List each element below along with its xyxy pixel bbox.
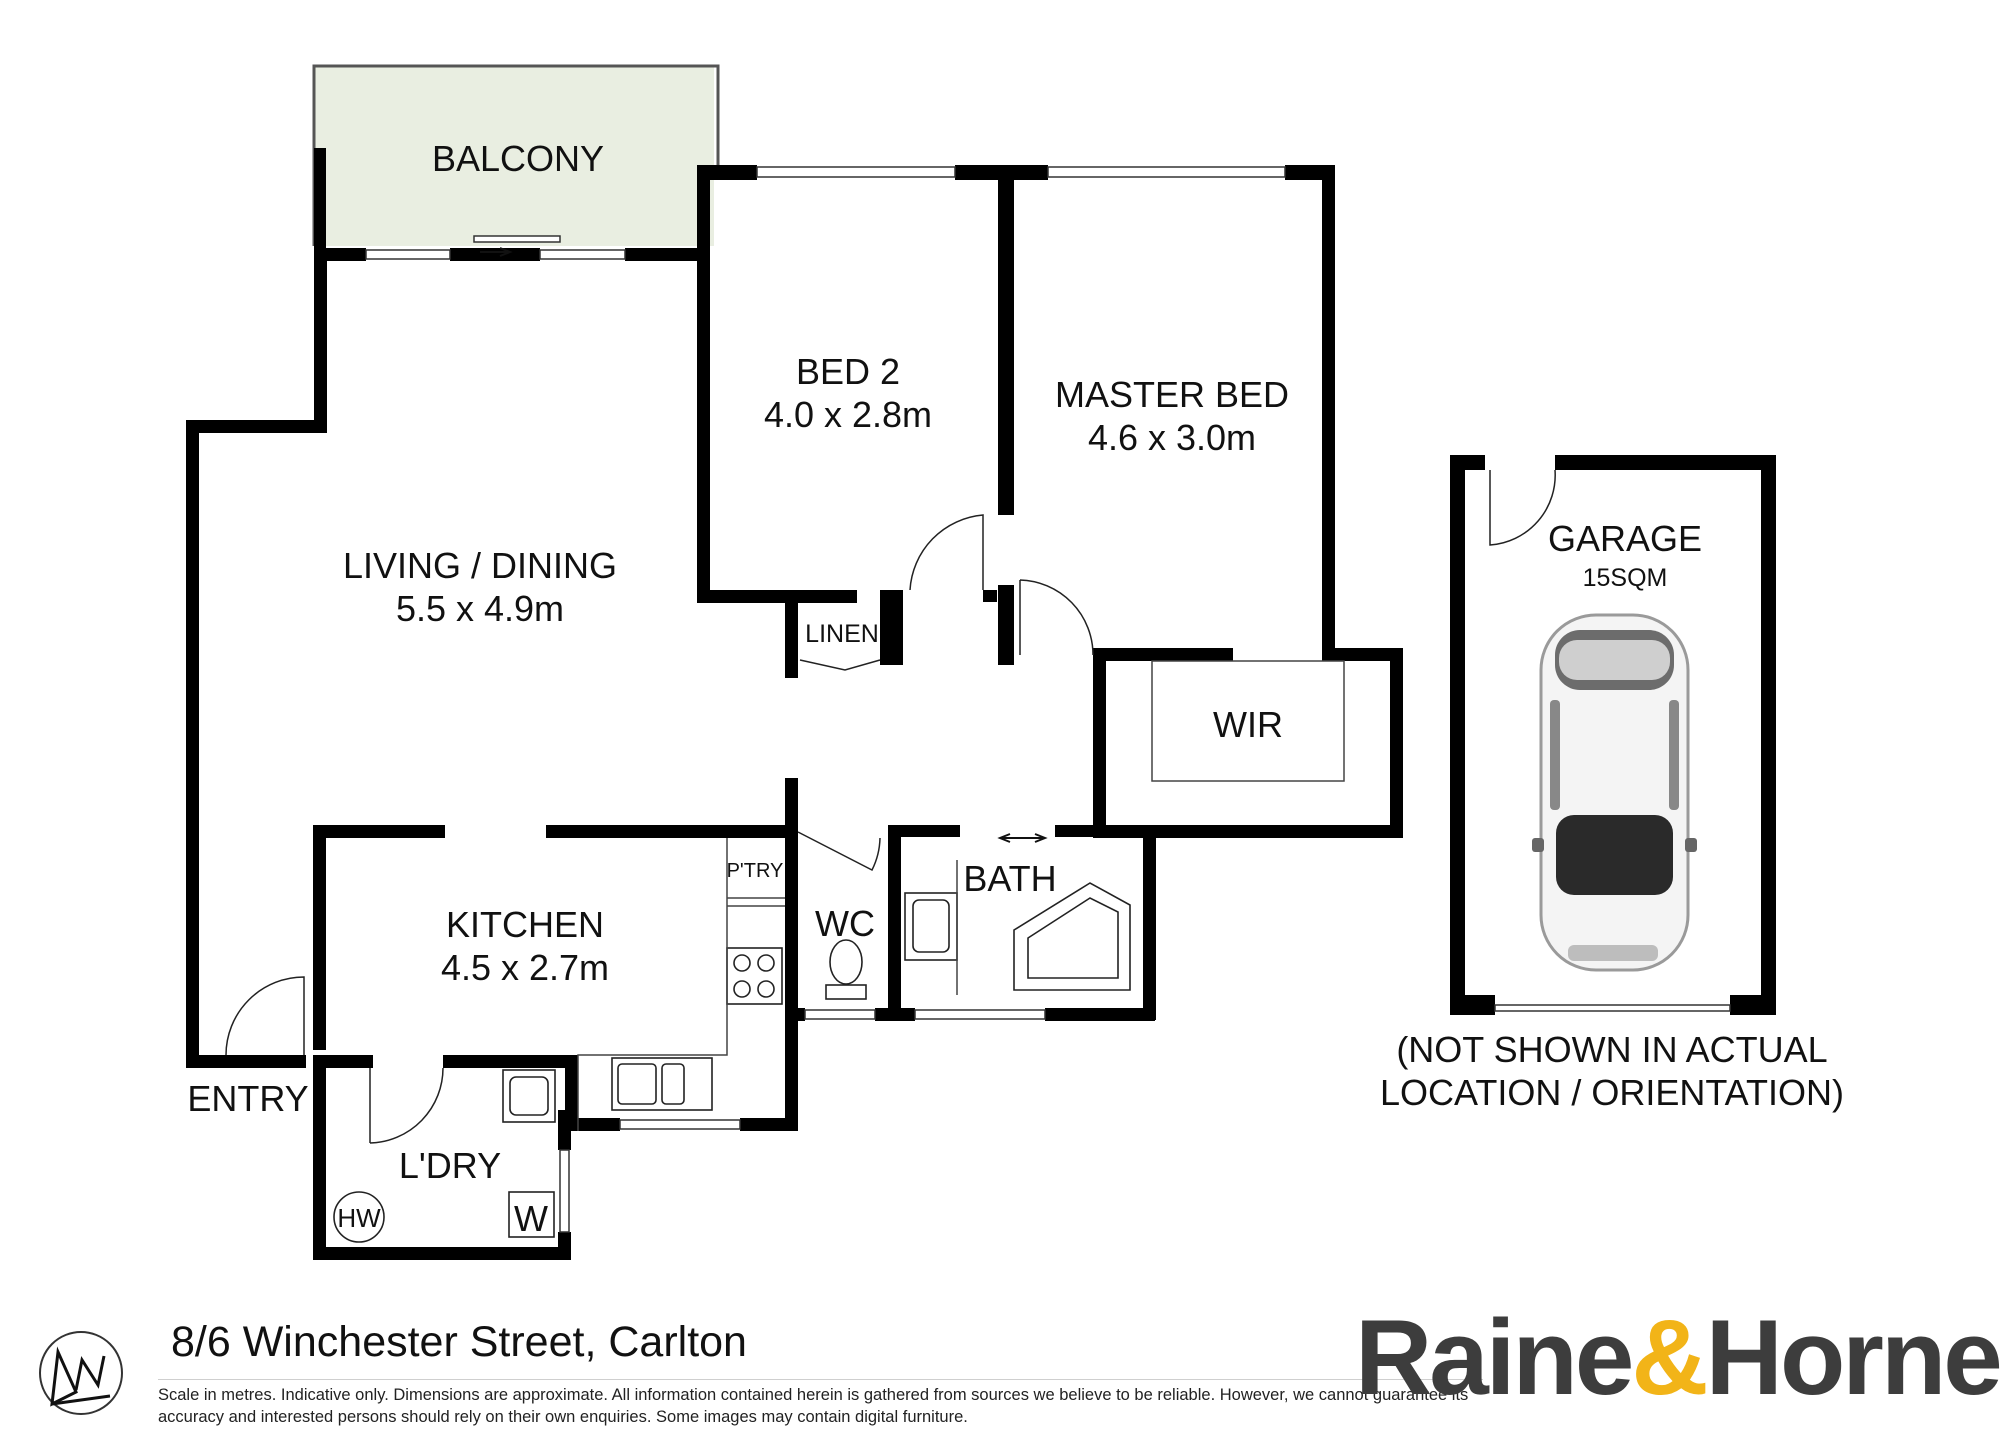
kitchen-label: KITCHEN: [446, 904, 604, 945]
brand-horne: Horne: [1705, 1297, 2000, 1417]
walls: [186, 165, 1776, 1260]
north-compass-icon: [39, 1331, 123, 1415]
linen-label: LINEN: [805, 620, 879, 648]
brand-ampersand: &: [1631, 1297, 1708, 1417]
bed2-size: 4.0 x 2.8m: [764, 394, 932, 435]
doors: [225, 247, 1556, 1144]
living-dining-size: 5.5 x 4.9m: [396, 588, 564, 629]
car-illustration: [1532, 613, 1697, 972]
windows: [365, 166, 1731, 1233]
raine-horne-logo: Raine&Horne®: [1355, 1295, 2000, 1419]
brand-raine: Raine: [1355, 1297, 1634, 1417]
wc-label: WC: [815, 903, 875, 944]
garage-label: GARAGE: [1548, 518, 1702, 559]
pantry-label: P'TRY: [727, 860, 784, 882]
garage-size: 15SQM: [1583, 564, 1668, 592]
wir-label: WIR: [1213, 704, 1283, 745]
laundry-label: L'DRY: [399, 1145, 501, 1186]
garage-note-line2: LOCATION / ORIENTATION): [1380, 1072, 1844, 1113]
balcony-label: BALCONY: [432, 138, 604, 179]
wir-outline: [1151, 660, 1345, 782]
balcony-area: [312, 64, 720, 263]
washer-label: W: [514, 1198, 548, 1239]
living-dining-label: LIVING / DINING: [343, 545, 617, 586]
bed2-label: BED 2: [796, 351, 900, 392]
bath-label: BATH: [963, 858, 1056, 899]
master-bed-size: 4.6 x 3.0m: [1088, 417, 1256, 458]
hot-water-label: HW: [337, 1203, 381, 1233]
property-address: 8/6 Winchester Street, Carlton: [171, 1318, 747, 1366]
kitchen-size: 4.5 x 2.7m: [441, 947, 609, 988]
footer-divider: [158, 1379, 1483, 1380]
master-bed-label: MASTER BED: [1055, 374, 1289, 415]
garage-note-line1: (NOT SHOWN IN ACTUAL: [1396, 1029, 1827, 1070]
disclaimer-text: Scale in metres. Indicative only. Dimens…: [158, 1386, 1469, 1426]
fixtures: [333, 838, 1131, 1243]
entry-label: ENTRY: [187, 1078, 308, 1119]
